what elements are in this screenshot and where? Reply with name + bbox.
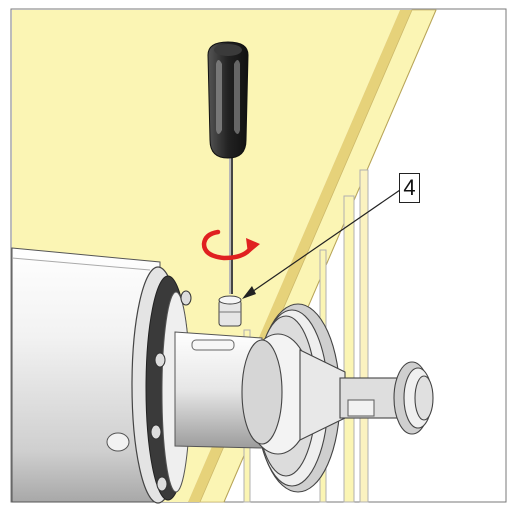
shaft [174,331,263,449]
callout-leader [245,189,401,297]
grub-screw-icon [218,295,242,327]
screwdriver-icon [207,41,249,294]
leader-arrowhead [242,286,256,299]
impeller-hub [241,303,434,493]
callout-label: 4 [399,173,420,203]
rotate-counterclockwise-arrow-icon [201,229,260,261]
